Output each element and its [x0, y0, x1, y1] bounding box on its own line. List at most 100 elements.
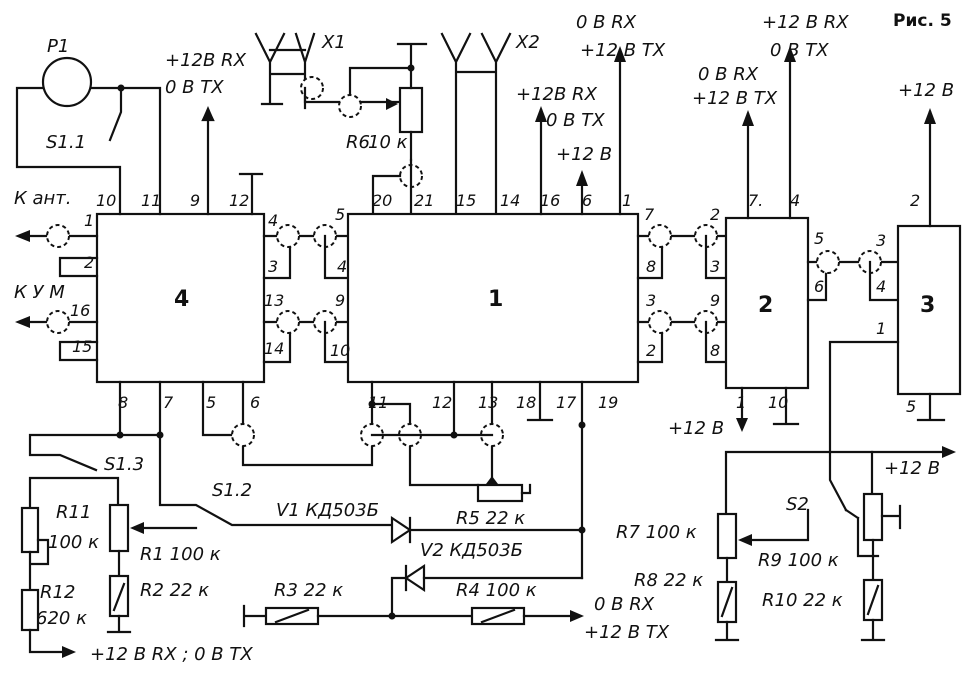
svg-text:2: 2	[84, 253, 94, 272]
svg-text:6: 6	[814, 277, 824, 296]
resistor-r9	[862, 492, 884, 542]
svg-text:5: 5	[814, 229, 824, 248]
resistor-r1	[108, 503, 130, 553]
svg-text:9: 9	[335, 291, 345, 310]
svg-text:10 к: 10 к	[368, 132, 408, 153]
svg-text:+12 В: +12 В	[898, 80, 954, 101]
svg-text:0 В RX: 0 В RX	[576, 12, 637, 33]
svg-text:100 к: 100 к	[48, 532, 99, 553]
svg-text:12: 12	[229, 191, 249, 210]
svg-text:15: 15	[72, 337, 92, 356]
block-3	[896, 224, 962, 396]
svg-text:R2 22 к: R2 22 к	[140, 580, 209, 601]
svg-text:R10 22 к: R10 22 к	[762, 590, 843, 611]
svg-text:3: 3	[646, 291, 656, 310]
svg-text:8: 8	[118, 393, 128, 412]
svg-text:10: 10	[330, 341, 350, 360]
svg-text:2: 2	[910, 191, 920, 210]
k-ant-label: К ант.	[14, 188, 72, 209]
block-1-label: 1	[488, 287, 503, 312]
svg-text:+12 В RX: +12 В RX	[762, 12, 849, 33]
s11-label: S1.1	[46, 132, 86, 153]
svg-text:X1: X1	[321, 32, 346, 53]
svg-text:7: 7	[644, 205, 655, 224]
svg-text:2: 2	[710, 205, 720, 224]
svg-text:4: 4	[268, 211, 278, 230]
svg-text:+12 В TX: +12 В TX	[580, 40, 666, 61]
svg-text:16: 16	[540, 191, 560, 210]
svg-text:3: 3	[876, 231, 886, 250]
svg-text:0 В TX: 0 В TX	[770, 40, 829, 61]
svg-text:R11: R11	[56, 502, 91, 523]
svg-text:V2 КД503Б: V2 КД503Б	[420, 540, 523, 561]
svg-text:S1.3: S1.3	[104, 454, 144, 475]
svg-text:V1 КД503Б: V1 КД503Б	[276, 500, 379, 521]
k-um-label: К У М	[14, 282, 65, 303]
svg-text:21: 21	[414, 191, 434, 210]
svg-text:0 В TX: 0 В TX	[546, 110, 605, 131]
svg-text:0 В RX: 0 В RX	[698, 64, 759, 85]
svg-text:11: 11	[141, 191, 161, 210]
b4-power-1: +12В RX	[165, 50, 247, 71]
svg-text:16: 16	[70, 301, 90, 320]
block-4-label: 4	[174, 287, 189, 312]
diode-v1	[390, 515, 412, 545]
svg-text:9: 9	[710, 291, 720, 310]
svg-text:5: 5	[906, 397, 916, 416]
svg-text:1: 1	[84, 211, 94, 230]
svg-text:6: 6	[250, 393, 260, 412]
svg-text:19: 19	[598, 393, 618, 412]
svg-text:12: 12	[432, 393, 452, 412]
svg-text:0 В RX: 0 В RX	[594, 594, 655, 615]
svg-text:9: 9	[190, 191, 200, 210]
svg-text:R8 22 к: R8 22 к	[634, 570, 703, 591]
svg-text:17: 17	[556, 393, 577, 412]
svg-text:5: 5	[206, 393, 216, 412]
switch-s1-1	[108, 86, 123, 142]
svg-text:10: 10	[96, 191, 116, 210]
svg-text:+12 В: +12 В	[884, 458, 940, 479]
svg-text:1: 1	[622, 191, 632, 210]
svg-text:+12 В: +12 В	[668, 418, 724, 439]
svg-text:8: 8	[710, 341, 720, 360]
svg-text:4: 4	[790, 191, 800, 210]
svg-text:6: 6	[582, 191, 592, 210]
svg-text:R6: R6	[346, 132, 370, 153]
resistor-r7	[716, 512, 738, 560]
svg-text:R12: R12	[40, 582, 75, 603]
svg-text:R7 100 к: R7 100 к	[616, 522, 697, 543]
block-3-label: 3	[920, 293, 935, 318]
svg-text:5: 5	[335, 205, 345, 224]
svg-text:X2: X2	[515, 32, 540, 53]
svg-text:15: 15	[456, 191, 476, 210]
b4-power-2: 0 В TX	[165, 77, 224, 98]
svg-text:18: 18	[516, 393, 536, 412]
svg-text:1: 1	[876, 319, 886, 338]
svg-text:14: 14	[264, 339, 284, 358]
svg-text:4: 4	[876, 277, 886, 296]
p1-label: P1	[47, 36, 69, 57]
svg-text:7: 7	[163, 393, 174, 412]
svg-text:13: 13	[478, 393, 498, 412]
figure-label: Рис. 5	[893, 11, 952, 31]
svg-text:10: 10	[768, 393, 788, 412]
svg-text:3: 3	[268, 257, 278, 276]
svg-text:620 к: 620 к	[36, 608, 87, 629]
svg-text:13: 13	[264, 291, 284, 310]
meter-p1	[41, 56, 93, 108]
svg-text:8: 8	[646, 257, 656, 276]
svg-text:4: 4	[337, 257, 347, 276]
svg-text:R3 22 к: R3 22 к	[274, 580, 343, 601]
svg-text:R5 22 к: R5 22 к	[456, 508, 525, 529]
svg-text:+12 В RX ; 0 В TX: +12 В RX ; 0 В TX	[90, 644, 253, 665]
svg-text:R1 100 к: R1 100 к	[140, 544, 221, 565]
block-2-label: 2	[758, 293, 773, 318]
block-1	[346, 212, 640, 384]
svg-text:7.: 7.	[748, 191, 763, 210]
svg-text:+12 В: +12 В	[556, 144, 612, 165]
svg-text:3: 3	[710, 257, 720, 276]
svg-text:S1.2: S1.2	[212, 480, 252, 501]
svg-text:R9 100 к: R9 100 к	[758, 550, 839, 571]
svg-text:+12 В TX: +12 В TX	[584, 622, 670, 643]
